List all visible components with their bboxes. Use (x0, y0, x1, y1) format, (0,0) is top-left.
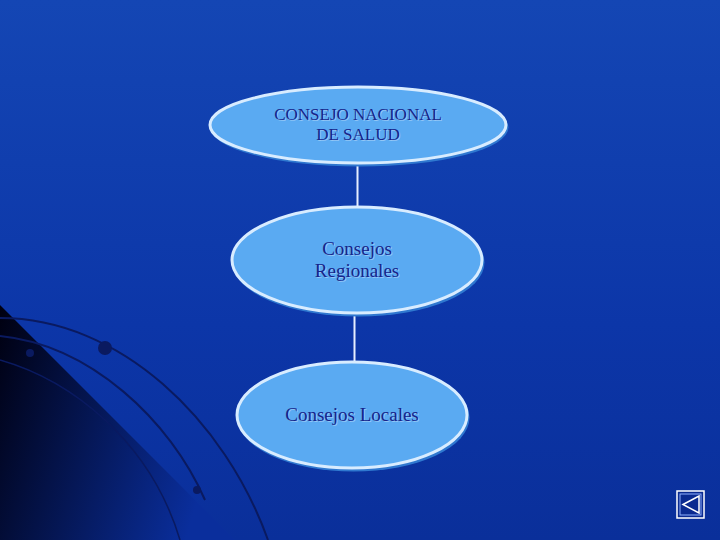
council-ellipse: Consejos Locales (235, 360, 469, 470)
ellipse-face (210, 87, 506, 163)
decor-dot (98, 341, 112, 355)
ellipse-face (237, 362, 467, 468)
decor-curve (0, 318, 268, 540)
decor-dot (26, 349, 34, 357)
node-label: Consejos Locales (285, 404, 419, 426)
connector-line (354, 314, 356, 361)
council-ellipse: CONSEJO NACIONAL DE SALUD (208, 85, 508, 165)
nav-button (677, 491, 704, 518)
node-label: Consejos Regionales (287, 238, 427, 282)
decor-dot (193, 486, 201, 494)
node-label: CONSEJO NACIONAL DE SALUD (263, 105, 453, 144)
ellipse-face (232, 207, 482, 313)
decor-curve (0, 360, 180, 540)
council-ellipse: Consejos Regionales (230, 205, 484, 315)
connector-line (357, 164, 359, 206)
